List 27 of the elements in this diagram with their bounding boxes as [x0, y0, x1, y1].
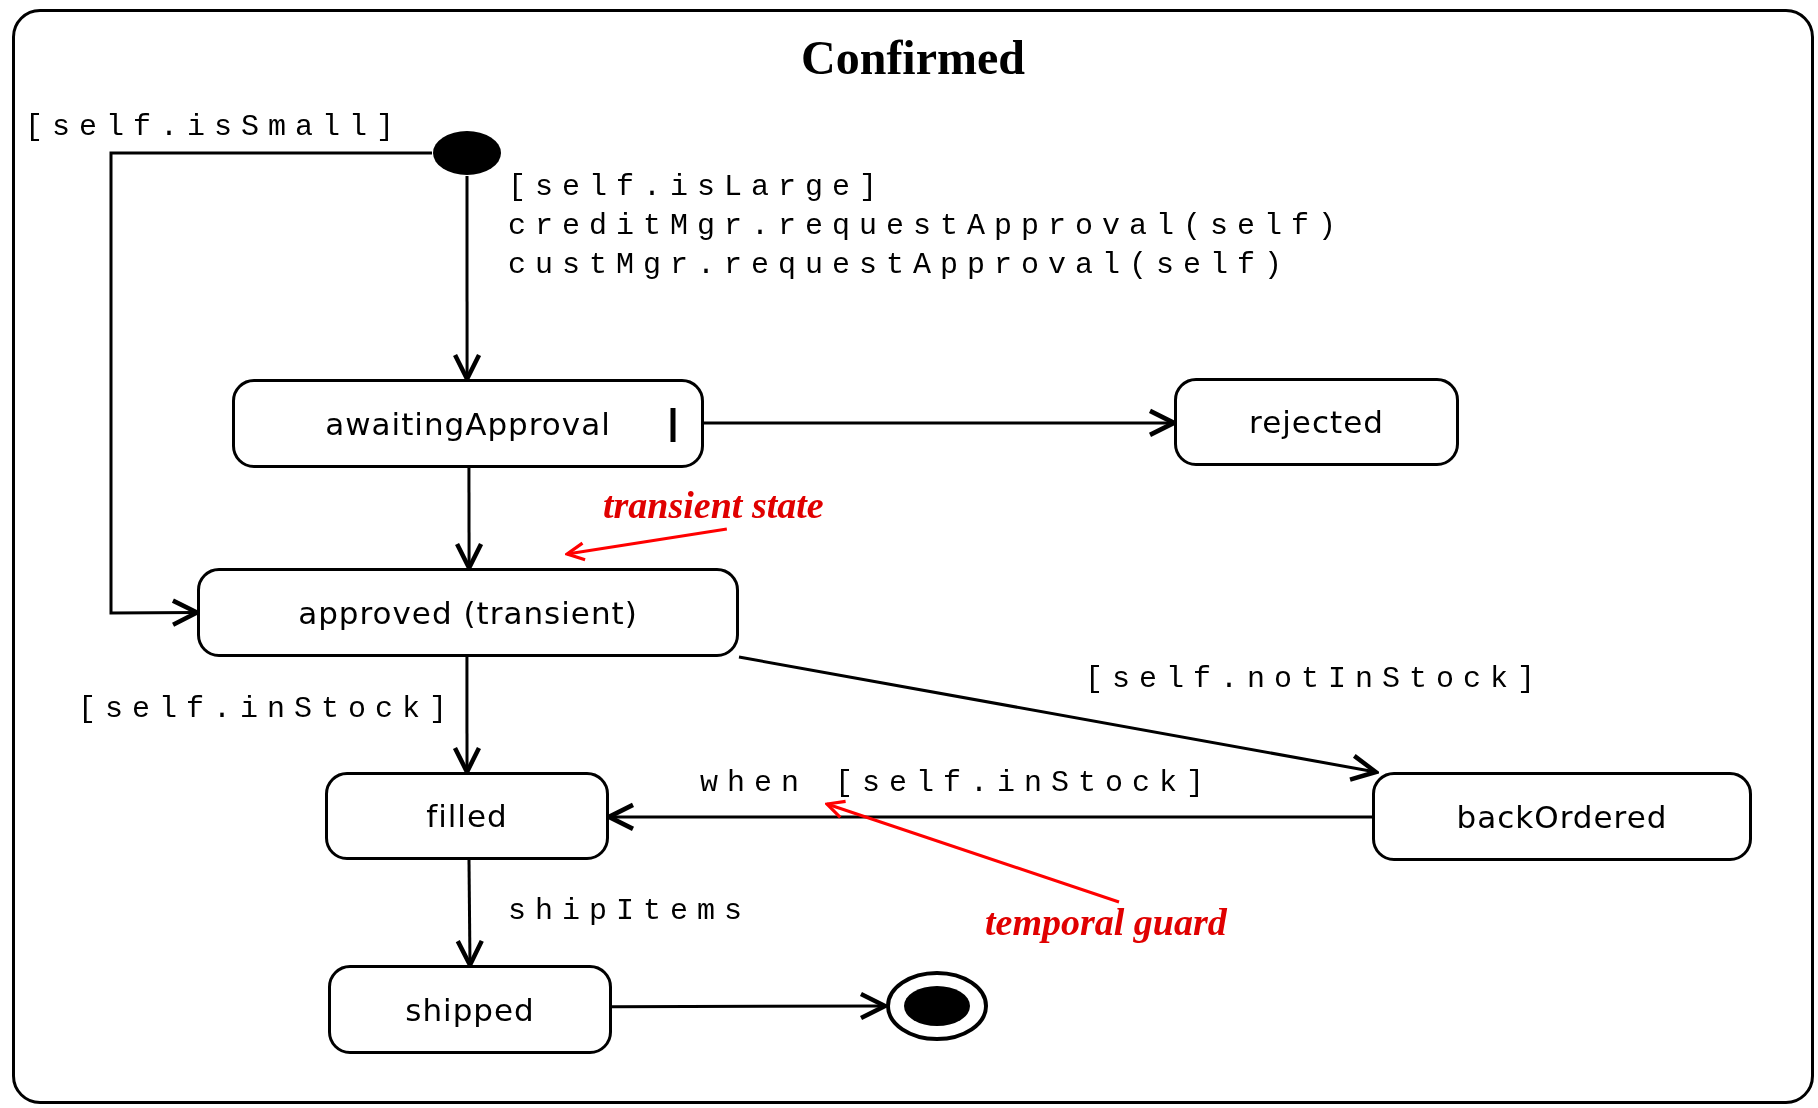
transition-arrow	[109, 151, 432, 627]
guard-label: [self.isSmall]	[25, 109, 404, 146]
guard-label: [self.inStock]	[78, 691, 457, 728]
guard-label: [self.isLarge] creditMgr.requestApproval(self) custMgr.requestApproval(self)	[508, 169, 1347, 284]
composite-state-frame	[12, 9, 1814, 1104]
state-title: Confirmed	[801, 34, 1025, 82]
annotation-text: temporal guard	[985, 902, 1227, 944]
guard-label: shipItems	[508, 893, 752, 930]
state-box: shipped	[328, 965, 612, 1054]
transition-arrow	[452, 176, 482, 382]
annotation-text: transient state	[603, 485, 824, 527]
state-box: filled	[325, 772, 609, 860]
leader-arrow	[565, 527, 728, 562]
state-box: backOrdered	[1372, 772, 1752, 861]
transition-arrow	[452, 657, 482, 775]
state-box: awaitingApproval	[232, 379, 704, 468]
transition-arrow	[455, 860, 484, 968]
leader-arrow	[825, 799, 1120, 904]
state-box: rejected	[1174, 378, 1459, 466]
transition-arrow	[606, 802, 1372, 832]
transition-arrow	[704, 408, 1177, 438]
transition-arrow	[612, 991, 888, 1021]
guard-label: when [self.inStock]	[700, 765, 1214, 802]
transition-arrow	[454, 468, 484, 571]
state-box: approved (transient)	[197, 568, 739, 657]
guard-label: [self.notInStock]	[1085, 661, 1545, 698]
transition-arrow	[738, 655, 1379, 782]
